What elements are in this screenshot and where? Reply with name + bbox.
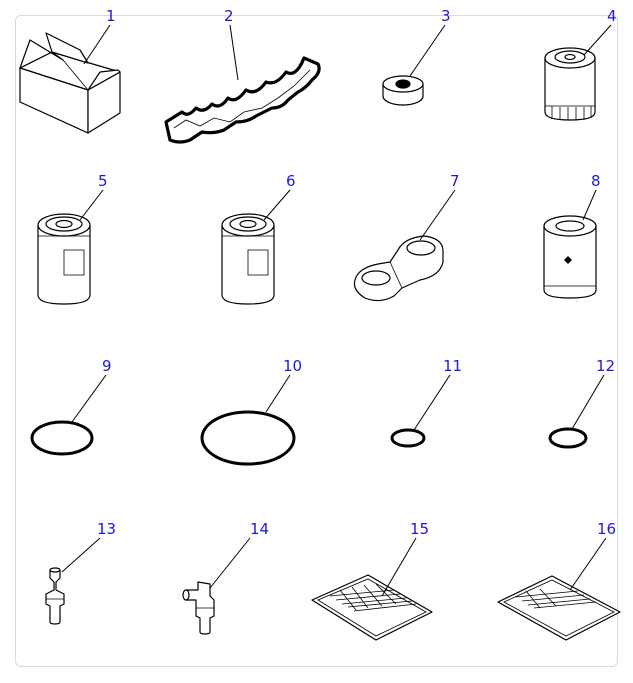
part-8-filter-element-icon[interactable] bbox=[543, 215, 597, 299]
part-10-o-ring-large-icon[interactable] bbox=[200, 410, 296, 466]
part-6-fuel-filter-icon[interactable] bbox=[221, 213, 275, 305]
part-2-label: 2 bbox=[224, 7, 234, 25]
part-3-label: 3 bbox=[441, 7, 451, 25]
part-9-o-ring-icon[interactable] bbox=[30, 420, 94, 456]
part-16-label: 16 bbox=[597, 520, 616, 538]
part-7-filter-wrench-icon[interactable] bbox=[353, 235, 444, 302]
part-2-gasket-icon[interactable] bbox=[164, 56, 321, 144]
part-16-document-sheet-icon[interactable] bbox=[497, 575, 621, 641]
part-1-box-icon[interactable] bbox=[19, 32, 121, 134]
part-15-document-sheet-icon[interactable] bbox=[311, 574, 433, 641]
part-4-label: 4 bbox=[607, 7, 617, 25]
diagram-frame bbox=[15, 15, 618, 667]
part-12-label: 12 bbox=[596, 357, 615, 375]
part-14-elbow-fitting-icon[interactable] bbox=[182, 581, 215, 635]
part-14-label: 14 bbox=[250, 520, 269, 538]
part-5-label: 5 bbox=[98, 172, 108, 190]
part-6-label: 6 bbox=[286, 172, 296, 190]
part-4-oil-filter-icon[interactable] bbox=[544, 47, 596, 121]
part-9-label: 9 bbox=[102, 357, 112, 375]
part-1-label: 1 bbox=[106, 7, 116, 25]
part-8-label: 8 bbox=[591, 172, 601, 190]
part-5-fuel-filter-icon[interactable] bbox=[37, 213, 91, 305]
part-13-label: 13 bbox=[97, 520, 116, 538]
part-15-label: 15 bbox=[410, 520, 429, 538]
part-10-label: 10 bbox=[283, 357, 302, 375]
part-11-o-ring-small-icon[interactable] bbox=[390, 428, 426, 448]
part-13-straight-fitting-icon[interactable] bbox=[45, 567, 65, 625]
part-11-label: 11 bbox=[443, 357, 462, 375]
part-3-grommet-icon[interactable] bbox=[382, 75, 424, 106]
part-12-o-ring-small-icon[interactable] bbox=[548, 427, 588, 449]
part-7-label: 7 bbox=[450, 172, 460, 190]
